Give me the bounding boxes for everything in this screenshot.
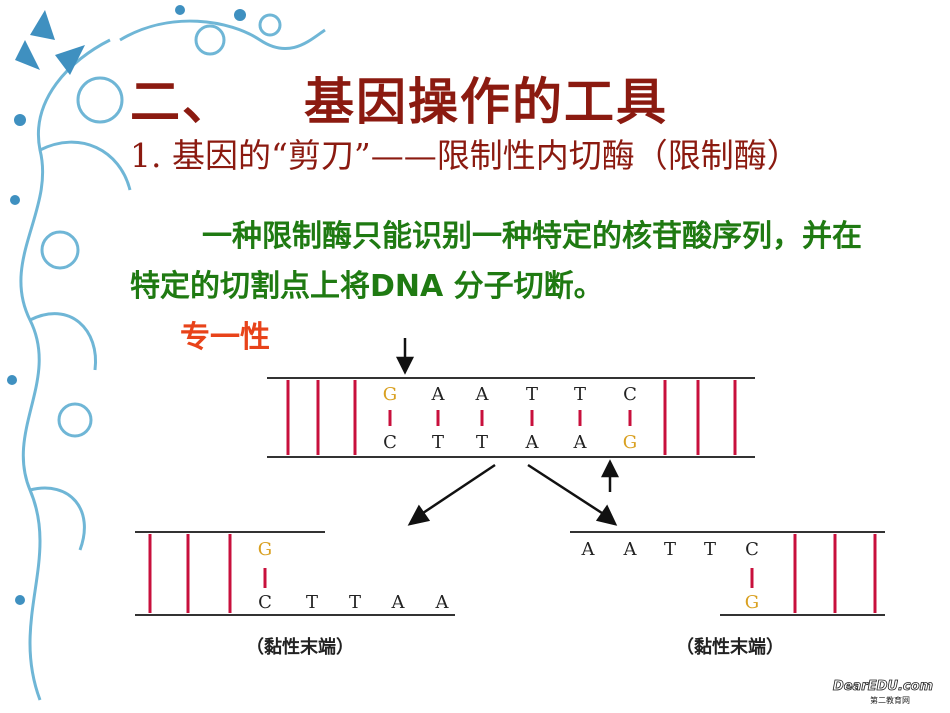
nucleotide: A — [475, 384, 490, 405]
nucleotide: T — [704, 539, 716, 560]
right-fragment-bottom: G — [745, 592, 759, 613]
dna-diagram: G A A T T C C T T A A G G C T T A A — [135, 338, 885, 658]
nucleotide: A — [431, 384, 446, 405]
dna-molecule — [267, 377, 755, 458]
nucleotide: A — [623, 539, 638, 560]
nucleotide: T — [664, 539, 676, 560]
title-number: 二、 — [130, 72, 234, 131]
nucleotide: T — [574, 384, 586, 405]
nucleotide: A — [581, 539, 596, 560]
nucleotide: C — [745, 539, 759, 560]
nucleotide: T — [526, 384, 538, 405]
right-fragment-rungs — [750, 534, 877, 613]
nucleotide: A — [525, 432, 540, 453]
left-caption: （黏性末端） — [246, 636, 354, 658]
nucleotide: G — [745, 592, 759, 613]
base-pair-bonds — [388, 410, 632, 426]
dna-rungs — [286, 380, 737, 455]
nucleotide: T — [432, 432, 444, 453]
split-arrows — [407, 463, 618, 526]
nucleotide: T — [476, 432, 488, 453]
right-caption: （黏性末端） — [676, 636, 784, 658]
right-fragment-lines — [570, 531, 885, 616]
nucleotide: T — [306, 592, 318, 613]
nucleotide: C — [383, 432, 397, 453]
floral-decoration — [7, 5, 326, 701]
nucleotide: G — [258, 539, 272, 560]
left-fragment-rungs — [148, 534, 267, 613]
keyword-label: 专一性 — [180, 320, 270, 355]
left-fragment-top: G — [258, 539, 272, 560]
nucleotide: A — [435, 592, 450, 613]
nucleotide: A — [391, 592, 406, 613]
nucleotide: C — [258, 592, 272, 613]
left-fragment-lines — [135, 531, 455, 616]
title-text: 基因操作的工具 — [304, 72, 668, 131]
nucleotide: A — [573, 432, 588, 453]
site-logo: DearEDU.com 第二教育网 — [833, 679, 934, 705]
nucleotide: G — [623, 432, 637, 453]
slide-description: 一种限制酶只能识别一种特定的核苷酸序列，并在特定的切割点上将DNA 分子切断。 — [130, 219, 862, 304]
nucleotide: G — [383, 384, 397, 405]
logo-subtext: 第二教育网 — [870, 695, 910, 705]
slide-title: 二、 基因操作的工具 — [130, 62, 668, 134]
slide-subtitle: 1. 基因的“剪刀”——限制性内切酶（限制酶） — [130, 136, 800, 175]
nucleotide: C — [623, 384, 637, 405]
nucleotide: T — [349, 592, 361, 613]
cut-site-arrows — [395, 338, 620, 492]
logo-text: DearEDU.com — [833, 679, 933, 694]
